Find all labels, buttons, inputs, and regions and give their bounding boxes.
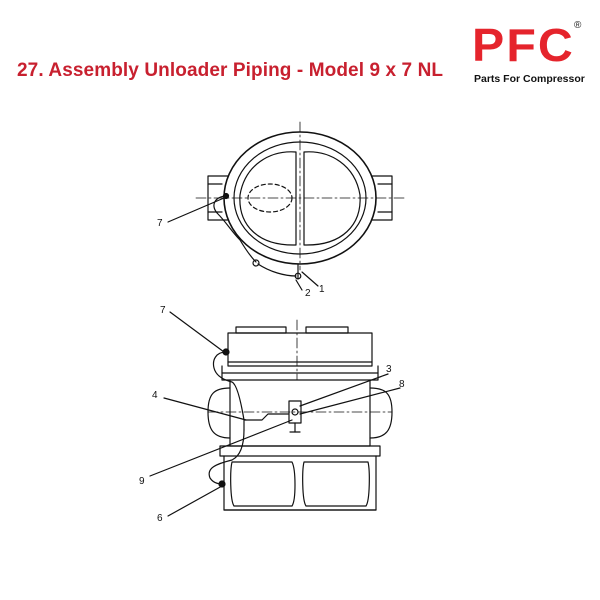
top-view [167,121,405,291]
registered-mark: ® [574,20,582,31]
side-view-callouts: 7 3 8 4 9 6 [139,305,405,524]
top-view-callouts: 7 2 1 [157,218,325,299]
callout-side-3: 3 [386,364,392,375]
callout-side-8: 8 [399,379,405,390]
callout-top-2: 2 [305,288,311,299]
callout-top-1: 1 [319,284,325,295]
logo-tagline: Parts For Compressor [474,73,585,85]
callout-side-9: 9 [139,476,145,487]
pfc-logo: PFC ® Parts For Compressor [472,19,587,92]
callout-side-6: 6 [157,513,163,524]
callout-side-4: 4 [152,390,158,401]
page-title: 27. Assembly Unloader Piping - Model 9 x… [17,60,444,81]
callout-side-7: 7 [160,305,166,316]
side-view [149,311,401,517]
callout-top-7: 7 [157,218,163,229]
logo-letters: PFC [472,19,575,71]
